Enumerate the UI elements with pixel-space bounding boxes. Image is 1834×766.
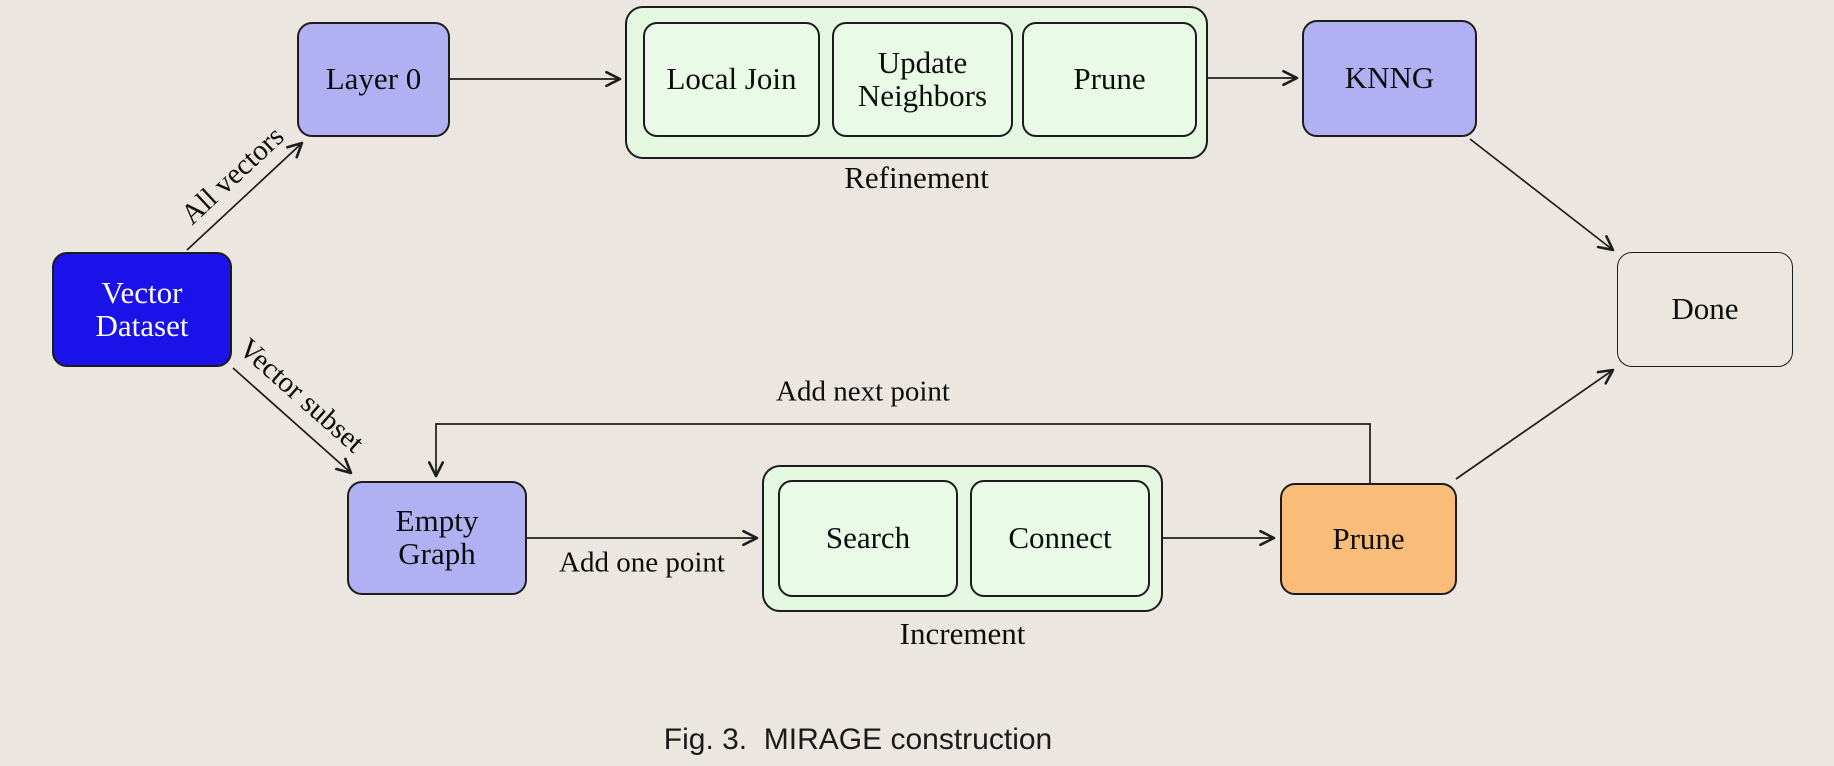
increment-group-label: Increment	[899, 616, 1026, 651]
node-prune-bottom: Prune	[1280, 483, 1457, 595]
figure-caption: Fig. 3. MIRAGE construction	[663, 723, 1053, 756]
edge-label-all-vectors: All vectors	[174, 120, 291, 232]
arrow-knng-to-done	[1469, 138, 1615, 252]
node-local-join: Local Join	[643, 22, 820, 137]
node-connect: Connect	[970, 480, 1150, 597]
arrow-prune-to-done	[1455, 368, 1615, 480]
edge-label-add-next-point: Add next point	[776, 375, 950, 408]
node-knng: KNNG	[1302, 20, 1477, 137]
edge-label-add-one-point: Add one point	[559, 546, 725, 579]
edge-label-vector-subset: Vector subset	[232, 332, 371, 460]
node-prune-top: Prune	[1022, 22, 1197, 137]
node-empty-graph: Empty Graph	[347, 481, 527, 595]
node-search: Search	[778, 480, 958, 597]
refinement-group-label: Refinement	[844, 160, 989, 195]
node-vector-dataset: Vector Dataset	[52, 252, 232, 367]
node-update-neighbors: Update Neighbors	[832, 22, 1013, 137]
node-done: Done	[1617, 252, 1793, 367]
node-layer-0: Layer 0	[297, 22, 450, 137]
